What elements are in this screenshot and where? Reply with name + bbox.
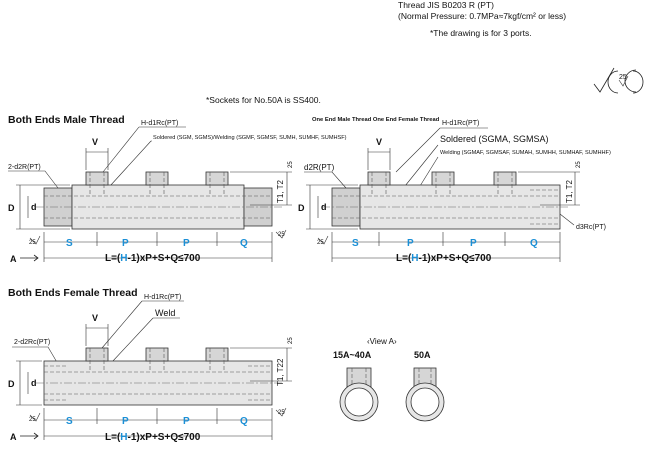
male-view-marker: A <box>10 254 17 264</box>
female-dim-v: V <box>92 313 98 323</box>
female-dim-d-outer: D <box>8 379 15 389</box>
mixed-seg-s: S <box>352 238 359 249</box>
female-seg-p1: P <box>122 416 129 427</box>
mixed-surface-left: 25 <box>317 240 324 246</box>
view-a-left-label: 15A~40A <box>333 350 372 360</box>
mixed-seg-q: Q <box>530 238 538 249</box>
section-both-ends-male: Both Ends Male Thread H-d1Rc(PT) Soldere… <box>8 114 347 264</box>
male-dim-d-outer: D <box>8 203 15 213</box>
roughness-symbol: 25 <box>593 67 644 94</box>
section-male-title: Both Ends Male Thread <box>8 114 125 126</box>
male-surface-right: 25 <box>278 232 285 238</box>
female-seg-q: Q <box>240 416 248 427</box>
mixed-dim-v: V <box>376 137 382 147</box>
view-a-title: ‹View A› <box>367 337 397 346</box>
mixed-end-label-right: d3Rc(PT) <box>576 224 606 231</box>
female-port-label: H-d1Rc(PT) <box>144 294 181 301</box>
sockets-note: *Sockets for No.50A is SS400. <box>206 95 321 105</box>
section-female-title: Both Ends Female Thread <box>8 287 138 299</box>
male-seg-s: S <box>66 238 73 249</box>
male-dim-t: T1, T2 <box>276 179 285 203</box>
female-seg-p2: P <box>183 416 190 427</box>
female-surface-right: 25 <box>278 410 285 416</box>
male-dim-t-small: 25 <box>288 161 294 168</box>
male-dim-v: V <box>92 137 98 147</box>
male-end-label: 2-d2R(PT) <box>8 164 41 171</box>
mixed-seg-p1: P <box>407 238 414 249</box>
mixed-seg-p2: P <box>470 238 477 249</box>
male-seg-q: Q <box>240 238 248 249</box>
female-view-marker: A <box>10 432 17 442</box>
mixed-dim-d-inner: d <box>321 202 327 212</box>
female-dim-t: T1, T22 <box>276 358 285 386</box>
male-dim-d-inner: d <box>31 202 37 212</box>
female-seg-s: S <box>66 416 73 427</box>
mixed-dim-d-outer: D <box>298 203 305 213</box>
mixed-formula: L=(H-1)xP+S+Q≤700 <box>396 253 492 264</box>
mixed-title: One End Male Thread One End Female Threa… <box>312 117 440 123</box>
section-both-ends-female: Both Ends Female Thread H-d1Rc(PT) Weld … <box>8 287 294 443</box>
mixed-material-soldered: Soldered (SGMA, SGMSA) <box>440 134 549 144</box>
mixed-dim-t: T1, T2 <box>565 179 574 203</box>
ports-note: *The drawing is for 3 ports. <box>430 28 532 38</box>
female-weld-label: Weld <box>155 308 175 318</box>
pressure-note: (Normal Pressure: 0.7MPa≈7kgf/cm² or les… <box>398 11 566 21</box>
female-dim-d-inner: d <box>31 378 37 388</box>
female-surface-left: 25 <box>29 417 36 423</box>
male-port-label: H-d1Rc(PT) <box>141 120 178 127</box>
thread-spec-note: Thread JIS B0203 R (PT) <box>398 0 494 10</box>
male-seg-p2: P <box>183 238 190 249</box>
view-a-right-label: 50A <box>414 350 431 360</box>
mixed-end-label-left: d2R(PT) <box>304 163 335 172</box>
roughness-value: 25 <box>619 74 627 81</box>
female-dim-t-small: 25 <box>288 337 294 344</box>
view-a: ‹View A› 15A~40A 50A <box>333 337 445 422</box>
female-end-label: 2-d2Rc(PT) <box>14 339 50 346</box>
section-mixed-thread: One End Male Thread One End Female Threa… <box>298 117 611 264</box>
mixed-dim-t-small: 25 <box>576 161 582 168</box>
male-seg-p1: P <box>122 238 129 249</box>
female-formula: L=(H-1)xP+S+Q≤700 <box>105 432 201 443</box>
male-formula: L=(H-1)xP+S+Q≤700 <box>105 253 201 264</box>
male-surface-left: 25 <box>29 240 36 246</box>
mixed-material-welding: Welding (SGMAF, SGMSAF, SUMAH, SUMHH, SU… <box>440 150 611 156</box>
male-material-label: Soldered (SGM, SGMS)/Welding (SGMF, SGMS… <box>153 135 347 141</box>
mixed-port-label: H-d1Rc(PT) <box>442 120 479 127</box>
